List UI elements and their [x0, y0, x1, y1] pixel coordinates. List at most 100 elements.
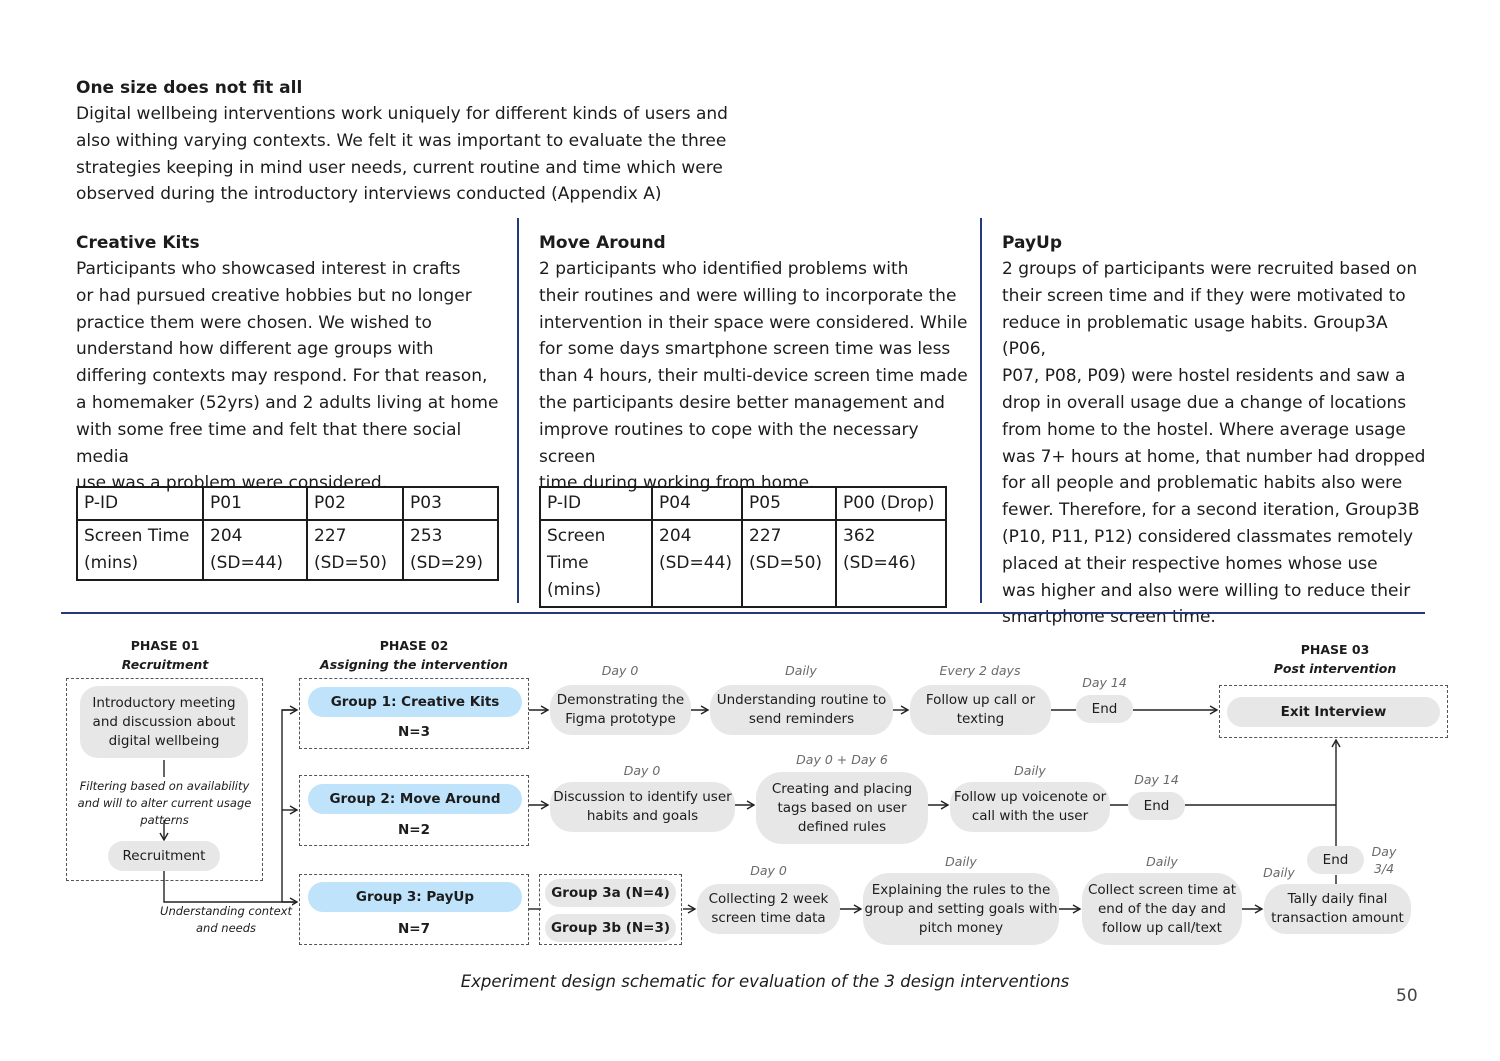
row2-end-day: Day 14 — [1134, 772, 1179, 787]
move-around-line: the participants desire better managemen… — [539, 392, 945, 413]
payup-line: their screen time and if they were motiv… — [1002, 285, 1406, 306]
cell-line: 204 — [659, 526, 692, 546]
cell-line: (SD=44) — [210, 553, 284, 573]
phase2-title: PHASE 02 — [379, 638, 449, 653]
row1-step3-day: Every 2 days — [939, 663, 1021, 678]
table-cell: 227(SD=50) — [741, 519, 837, 608]
table-cell: P02 — [306, 486, 404, 521]
payup-line: P07, P08, P09) were hostel residents and… — [1002, 366, 1406, 387]
payup-line: for all people and problematic habits al… — [1002, 473, 1403, 494]
table-cell: Screen Time (mins) — [76, 519, 204, 581]
group3b-label: Group 3b (N=3) — [545, 914, 676, 942]
payup-line: placed at their respective homes whose u… — [1002, 553, 1378, 574]
cell-line: Screen — [547, 526, 606, 546]
row3-step2: Explaining the rules to the group and se… — [863, 873, 1059, 945]
move-around-line: improve routines to cope with the necess… — [539, 419, 919, 467]
phase3-subtitle: Post intervention — [1273, 661, 1397, 676]
move-around-line: for some days smartphone screen time was… — [539, 339, 951, 360]
table-row: P-ID P04 P05 P00 (Drop) — [539, 486, 947, 521]
creative-kits-heading: Creative Kits — [76, 233, 200, 253]
table-cell: 253(SD=29) — [402, 519, 499, 581]
row3-step3-day: Daily — [1146, 854, 1178, 869]
creative-kits-line: Participants who showcased interest in c… — [76, 259, 461, 279]
exit-interview-step: Exit Interview — [1227, 697, 1440, 727]
table-cell: P04 — [651, 486, 743, 521]
phase2-subtitle: Assigning the intervention — [320, 657, 508, 672]
cell-line: Time (mins) — [547, 553, 602, 600]
cell-line: 204 — [210, 526, 243, 546]
row3-step3: Collect screen time at end of the day an… — [1082, 873, 1242, 945]
group3-count: N=7 — [397, 921, 430, 937]
creative-kits-line: with some free time and felt that there … — [76, 419, 462, 467]
page-number: 50 — [1396, 986, 1418, 1006]
table-cell: 204(SD=44) — [651, 519, 743, 608]
row2-step1-day: Day 0 — [623, 763, 661, 778]
row3-end: End — [1307, 846, 1364, 874]
creative-kits-line: practice them were chosen. We wished to — [76, 312, 432, 333]
figure-caption: Experiment design schematic for evaluati… — [460, 972, 1070, 991]
phase3-title: PHASE 03 — [1300, 642, 1370, 657]
intro-line: observed during the introductory intervi… — [76, 184, 662, 205]
row2-end: End — [1128, 792, 1185, 820]
group3-box — [299, 874, 529, 945]
table-cell: P05 — [741, 486, 837, 521]
payup-line: (P10, P11, P12) considered classmates re… — [1002, 526, 1414, 547]
cell-line: 227 — [749, 526, 782, 546]
row3-step4-day: Daily — [1263, 865, 1295, 880]
intro-line: strategies keeping in mind user needs, c… — [76, 157, 723, 178]
group1-label: Group 1: Creative Kits — [308, 687, 522, 717]
table-cell: 204 (SD=44) — [202, 519, 308, 581]
move-around-heading: Move Around — [539, 233, 666, 253]
row2-step1: Discussion to identify user habits and g… — [550, 782, 735, 832]
cell-line: (SD=46) — [843, 553, 917, 573]
cell-line: 253 — [410, 526, 443, 546]
creative-kits-line: differing contexts may respond. For that… — [76, 366, 488, 387]
table-cell: P01 — [202, 486, 308, 521]
row2-step3: Follow up voicenote or call with the use… — [950, 782, 1110, 832]
row1-step3: Follow up call or texting — [910, 685, 1051, 735]
row2-step3-day: Daily — [1014, 763, 1046, 778]
group2-box — [299, 775, 529, 846]
phase1-box — [66, 678, 263, 881]
creative-kits-line: or had pursued creative hobbies but no l… — [76, 285, 472, 306]
table-cell: P-ID — [76, 486, 204, 521]
intro-line: Digital wellbeing interventions work uni… — [76, 104, 728, 124]
row1-step1: Demonstrating the Figma prototype — [550, 685, 691, 735]
move-around-line: intervention in their space were conside… — [539, 312, 968, 333]
row3-step2-day: Daily — [945, 854, 977, 869]
payup-heading: PayUp — [1002, 233, 1063, 253]
phase1-title: PHASE 01 — [130, 638, 200, 653]
context-note: Understanding context and needs — [160, 903, 292, 937]
group1-count: N=3 — [397, 724, 430, 740]
payup-line: reduce in problematic usage habits. Grou… — [1002, 312, 1388, 360]
phase1-subtitle: Recruitment — [121, 657, 209, 672]
row2-step2-day: Day 0 + Day 6 — [796, 752, 888, 767]
row3-end-day: Day 3/4 — [1371, 844, 1397, 876]
phase3-box — [1219, 685, 1448, 738]
group2-count: N=2 — [397, 822, 430, 838]
row1-end: End — [1076, 695, 1133, 723]
column-divider — [980, 218, 982, 603]
row3-step4: Tally daily final transaction amount — [1264, 884, 1411, 934]
recruitment-step: Recruitment — [108, 841, 220, 871]
group3a-label: Group 3a (N=4) — [545, 879, 676, 907]
table-cell: 362 (SD=46) — [835, 519, 947, 608]
table-cell: P03 — [402, 486, 499, 521]
group2-label: Group 2: Move Around — [308, 784, 522, 814]
group3-subgroups-box — [539, 874, 682, 945]
phase2-heading: PHASE 02 Assigning the intervention — [300, 636, 528, 674]
move-around-line: than 4 hours, their multi-device screen … — [539, 366, 968, 387]
intro-meeting-step: Introductory meeting and discussion abou… — [80, 686, 248, 758]
cell-line: Screen Time — [84, 526, 190, 546]
table-cell: 227(SD=50) — [306, 519, 404, 581]
phase1-heading: PHASE 01 Recruitment — [90, 636, 240, 674]
creative-kits-line: a homemaker (52yrs) and 2 adults living … — [76, 392, 499, 413]
cell-line: (mins) — [84, 553, 139, 573]
row3-step1-day: Day 0 — [750, 863, 787, 878]
row3-step1: Collecting 2 week screen time data — [697, 884, 840, 934]
cell-line: 362 — [843, 526, 876, 546]
table-row: P-ID P01 P02 P03 — [76, 486, 499, 521]
